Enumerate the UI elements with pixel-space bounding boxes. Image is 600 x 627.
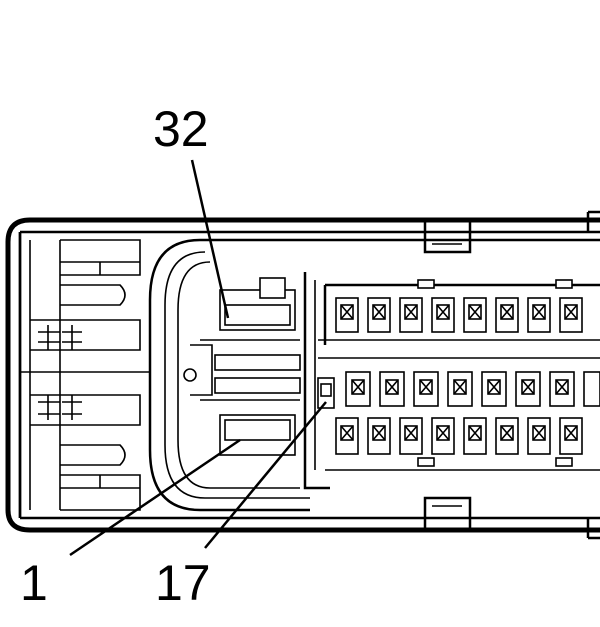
middle-row-cavities bbox=[317, 371, 600, 409]
pin-label-32: 32 bbox=[153, 101, 209, 157]
leader-line-1 bbox=[69, 438, 241, 557]
pin-label-17: 17 bbox=[155, 555, 211, 611]
main-pin-field bbox=[303, 272, 600, 490]
left-pin-block bbox=[183, 277, 301, 456]
insert-frame bbox=[148, 238, 600, 512]
keying-tabs bbox=[423, 220, 472, 530]
left-latch bbox=[18, 232, 150, 518]
leader-line-17 bbox=[204, 401, 327, 549]
leader-line-32 bbox=[190, 159, 230, 319]
pin-label-1: 1 bbox=[20, 555, 48, 611]
top-row-cavities bbox=[335, 297, 583, 333]
bottom-row-cavities bbox=[335, 417, 583, 455]
